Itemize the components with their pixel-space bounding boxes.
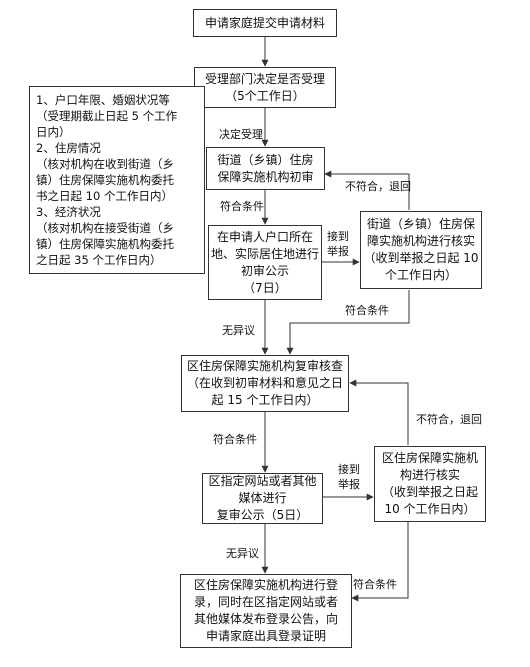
step-district-review: 区住房保障实施机构复审核查 （在收到初审材料和意见之日 起 15 个工作日内） [181, 355, 349, 412]
step-submit-application: 申请家庭提交申请材料 [193, 9, 337, 37]
label-report-received-2b: 举报 [338, 478, 360, 491]
arrow-n8-n9 [351, 522, 409, 602]
verification-notes: 1、户口年限、婚姻状况等 （受理期截止日起 5 个工作 日内） 2、住房情况 （… [29, 86, 205, 274]
step-review-publicity: 区指定网站或者其他 媒体进行 复审公示（5日） [202, 473, 323, 524]
label-meets-conditions-1: 符合条件 [220, 200, 264, 213]
arrow-n5-n6 [286, 290, 410, 355]
step-registration: 区住房保障实施机构进行登 录，同时在区指定网站或者 其他媒体发布登录公告，向 申… [180, 574, 352, 648]
label-meets-conditions-4: 符合条件 [353, 578, 397, 591]
step-acceptance-decision: 受理部门决定是否受理 （5个工作日） [194, 67, 336, 108]
label-rejected-2: 不符合，退回 [416, 413, 482, 426]
arrow-n8-n6 [349, 379, 409, 445]
label-no-objection-1: 无异议 [222, 324, 255, 337]
label-meets-conditions-3: 符合条件 [213, 433, 257, 446]
label-rejected-1: 不符合，退回 [345, 180, 411, 193]
step-district-verification: 区住房保障实施机 构进行核实 （收到举报之日起 10 个工作日内） [374, 446, 486, 522]
label-report-received-1b: 举报 [327, 245, 349, 258]
step-street-verification: 街道（乡镇）住房保 障实施机构进行核实 （收到举报之日起 10 个工作日内） [360, 211, 482, 289]
label-report-received-2a: 接到 [338, 463, 360, 476]
label-report-received-1a: 接到 [327, 230, 349, 243]
label-meets-conditions-2: 符合条件 [345, 304, 389, 317]
step-street-preliminary-review: 街道（乡镇）住房 保障实施机构初审 [206, 147, 325, 190]
arrow-n5-n3 [324, 170, 410, 210]
label-no-objection-2: 无异议 [226, 547, 259, 560]
step-preliminary-publicity: 在申请人户口所在 地、实际居住地进行 初审公示 （7日） [208, 225, 322, 300]
label-decide-accept: 决定受理 [219, 128, 263, 141]
